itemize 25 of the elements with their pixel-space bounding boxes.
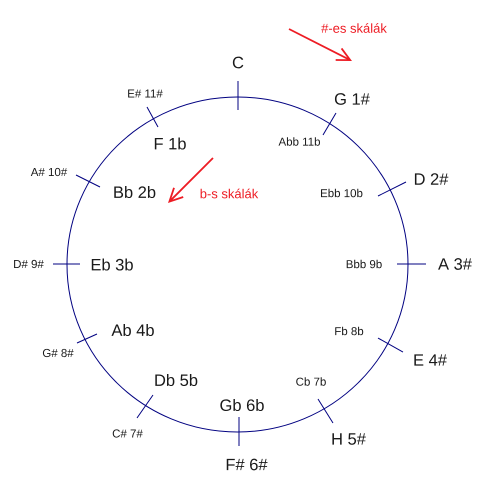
scale-label: H 5# (332, 433, 366, 445)
scale-label: G 1# (334, 93, 370, 105)
scale-label: A# 10# (30, 168, 68, 176)
scale-label: D# 9# (14, 260, 44, 268)
scale-label: Cb 7b (296, 377, 326, 386)
scale-label: Db 5b (155, 374, 198, 386)
scale-label: C# 7# (112, 429, 143, 438)
scale-label: Ebb 10b (321, 188, 362, 198)
scale-label: D 2# (414, 173, 448, 185)
scale-label: Gb 6b (220, 398, 264, 412)
scale-label: Eb 3b (92, 258, 133, 271)
scale-label: C (232, 56, 244, 68)
scale-label: F 1b (154, 137, 186, 150)
scale-label: Bbb 9b (346, 260, 382, 268)
scale-label: F# 6# (226, 458, 268, 470)
scale-label: Abb 11b (278, 137, 320, 146)
scale-label: E# 11# (128, 90, 163, 98)
scale-label: Bb 2b (114, 186, 156, 198)
note-text: #-es skálák (321, 23, 387, 33)
scale-label: G# 8# (42, 348, 74, 358)
scale-label: Ab 4b (111, 324, 154, 336)
scale-label: A 3# (438, 258, 472, 270)
scale-label: E 4# (414, 354, 447, 366)
scale-label: Fb 8b (335, 326, 364, 336)
note-text: b-s skálák (200, 188, 258, 198)
